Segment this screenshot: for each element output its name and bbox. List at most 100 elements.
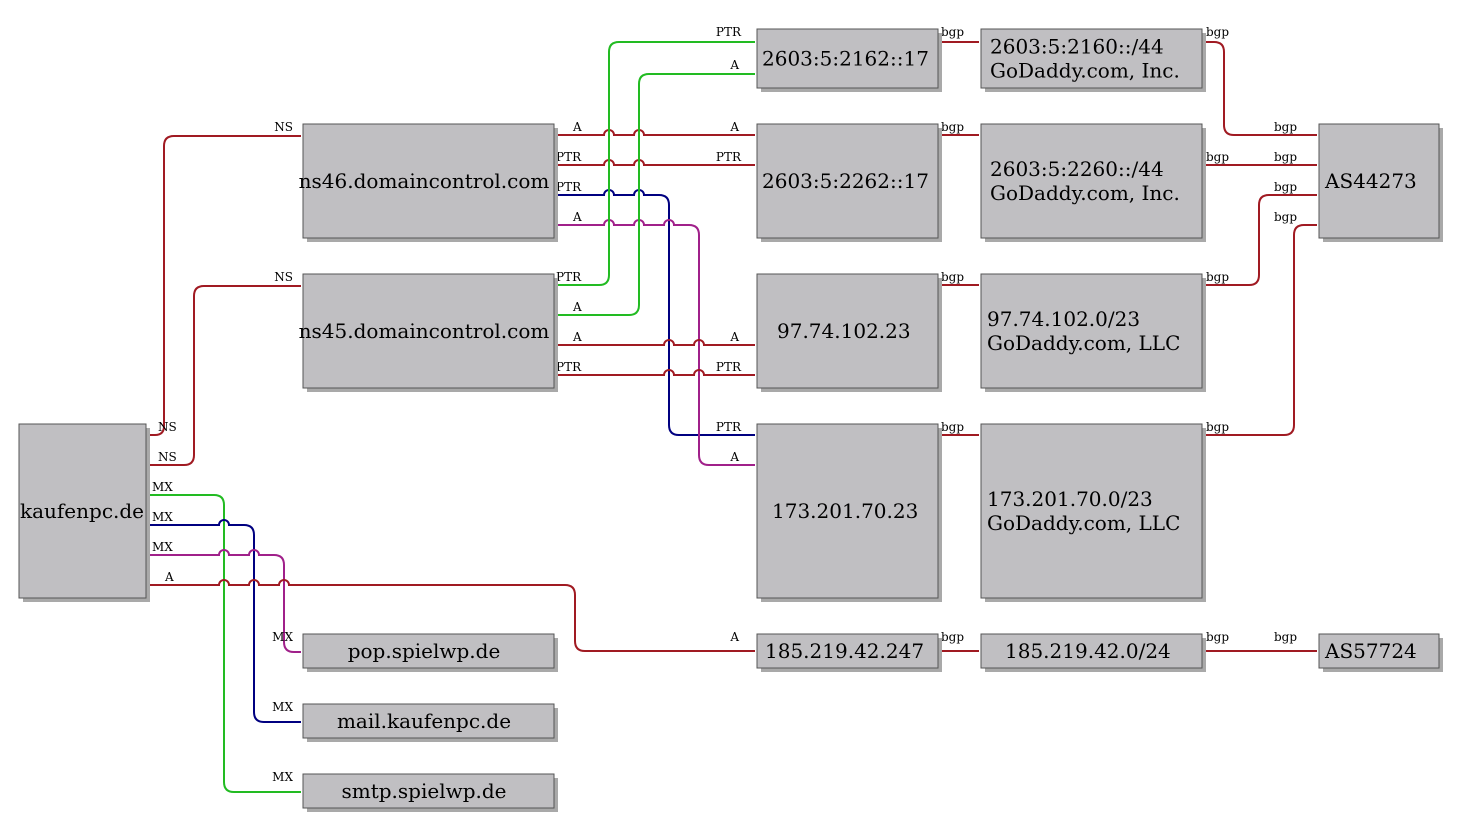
node-label: smtp.spielwp.de bbox=[341, 779, 506, 803]
edge-label-bgp: bgp bbox=[941, 25, 964, 39]
node-label: GoDaddy.com, Inc. bbox=[990, 181, 1180, 205]
node-box bbox=[302, 773, 555, 809]
edge-green bbox=[556, 41, 755, 286]
edge-label-a: A bbox=[729, 450, 739, 464]
nodes-layer: kaufenpc.dens46.domaincontrol.comns45.do… bbox=[18, 28, 1443, 812]
edge-label-a: A bbox=[164, 570, 174, 584]
edge-red bbox=[1204, 194, 1317, 286]
node-box bbox=[18, 423, 147, 599]
node-ns46: ns46.domaincontrol.com bbox=[299, 123, 558, 242]
node-mail: mail.kaufenpc.de bbox=[302, 703, 558, 742]
edge-red bbox=[148, 285, 301, 466]
edge-label-mx: MX bbox=[152, 510, 173, 524]
node-kaufenpc: kaufenpc.de bbox=[18, 423, 150, 602]
node-label: 97.74.102.23 bbox=[777, 319, 911, 343]
node-label: 185.219.42.247 bbox=[765, 639, 924, 663]
edge-green bbox=[148, 494, 301, 793]
edge-label-ns: NS bbox=[274, 270, 293, 284]
node-box bbox=[756, 273, 939, 389]
node-label: 173.201.70.0/23 bbox=[987, 487, 1153, 511]
edge-label-bgp: bgp bbox=[1274, 180, 1297, 194]
node-ip4b: 173.201.70.23 bbox=[756, 423, 942, 602]
edge-label-ptr: PTR bbox=[716, 25, 742, 39]
node-label: 185.219.42.0/24 bbox=[1005, 639, 1171, 663]
edge-label-ns: NS bbox=[158, 450, 177, 464]
node-box bbox=[756, 28, 939, 89]
node-ip6a: 2603:5:2162::17 bbox=[756, 28, 942, 92]
node-as44273: AS44273 bbox=[1318, 123, 1443, 242]
node-label: AS44273 bbox=[1324, 169, 1417, 193]
node-box bbox=[1318, 633, 1440, 669]
edge-label-a: A bbox=[729, 58, 739, 72]
node-label: 2603:5:2260::/44 bbox=[990, 157, 1164, 181]
edge-label-ptr: PTR bbox=[556, 180, 582, 194]
node-box bbox=[980, 28, 1203, 89]
node-label: GoDaddy.com, LLC bbox=[987, 331, 1180, 355]
edge-labels-layer: NSNSNSNSMXMXMXAMXMXMXAPTRPTRAPTRAAPTRPTR… bbox=[152, 25, 1297, 784]
node-label: 2603:5:2162::17 bbox=[762, 47, 929, 71]
edge-red bbox=[1204, 41, 1317, 136]
edge-label-mx: MX bbox=[272, 770, 293, 784]
node-box bbox=[756, 423, 939, 599]
node-box bbox=[1318, 123, 1440, 239]
node-label: 97.74.102.0/23 bbox=[987, 307, 1140, 331]
edge-label-bgp: bgp bbox=[1274, 150, 1297, 164]
edge-label-ptr: PTR bbox=[716, 360, 742, 374]
edge-label-a: A bbox=[729, 330, 739, 344]
node-box bbox=[980, 633, 1203, 669]
node-net4c: 185.219.42.0/24 bbox=[980, 633, 1206, 672]
edge-purple bbox=[148, 549, 301, 653]
edge-red bbox=[556, 129, 755, 136]
node-box bbox=[302, 123, 555, 239]
edge-label-a: A bbox=[572, 300, 582, 314]
edge-label-ptr: PTR bbox=[556, 360, 582, 374]
edge-label-bgp: bgp bbox=[1206, 25, 1229, 39]
edge-navy bbox=[148, 519, 301, 723]
edge-label-bgp: bgp bbox=[1274, 120, 1297, 134]
node-box bbox=[756, 633, 939, 669]
node-ip4c: 185.219.42.247 bbox=[756, 633, 942, 672]
node-ip6b: 2603:5:2262::17 bbox=[756, 123, 942, 242]
node-box bbox=[756, 123, 939, 239]
edge-navy bbox=[556, 189, 755, 436]
edge-label-bgp: bgp bbox=[1206, 630, 1229, 644]
node-ip4a: 97.74.102.23 bbox=[756, 273, 942, 392]
edge-label-ptr: PTR bbox=[716, 150, 742, 164]
edge-green bbox=[556, 73, 755, 316]
edge-label-mx: MX bbox=[152, 480, 173, 494]
edge-label-bgp: bgp bbox=[1206, 150, 1229, 164]
edge-label-ptr: PTR bbox=[556, 270, 582, 284]
node-label: ns46.domaincontrol.com bbox=[299, 169, 550, 193]
edge-label-ptr: PTR bbox=[556, 150, 582, 164]
node-smtp: smtp.spielwp.de bbox=[302, 773, 558, 812]
node-box bbox=[302, 703, 555, 739]
edge-label-ptr: PTR bbox=[716, 420, 742, 434]
edge-label-bgp: bgp bbox=[941, 270, 964, 284]
edge-red bbox=[556, 369, 755, 376]
edge-label-a: A bbox=[729, 120, 739, 134]
edge-label-ns: NS bbox=[274, 120, 293, 134]
node-label: 2603:5:2262::17 bbox=[762, 169, 929, 193]
edge-label-a: A bbox=[572, 120, 582, 134]
edge-label-mx: MX bbox=[272, 630, 293, 644]
edge-red bbox=[1204, 224, 1317, 436]
node-label: GoDaddy.com, LLC bbox=[987, 511, 1180, 535]
edge-label-a: A bbox=[572, 210, 582, 224]
edge-label-bgp: bgp bbox=[941, 120, 964, 134]
edge-red bbox=[148, 135, 301, 436]
node-label: pop.spielwp.de bbox=[348, 639, 501, 663]
node-box bbox=[302, 633, 555, 669]
edge-label-mx: MX bbox=[272, 700, 293, 714]
edges-layer bbox=[148, 41, 1317, 793]
node-label: kaufenpc.de bbox=[20, 499, 144, 523]
edge-red bbox=[556, 159, 755, 166]
node-pop: pop.spielwp.de bbox=[302, 633, 558, 672]
node-label: GoDaddy.com, Inc. bbox=[990, 59, 1180, 83]
edge-red bbox=[556, 339, 755, 346]
node-label: 2603:5:2160::/44 bbox=[990, 35, 1164, 59]
node-box bbox=[980, 123, 1203, 239]
